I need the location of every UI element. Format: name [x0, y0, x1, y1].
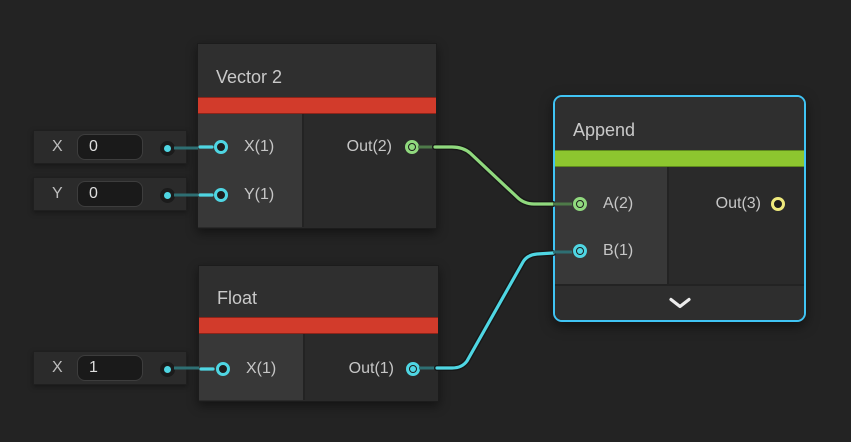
- node-vector2[interactable]: Vector 2 X(1) Y(1) Out(2): [197, 43, 437, 229]
- port-label-y: Y(1): [244, 186, 275, 203]
- input-port-y[interactable]: [214, 188, 228, 202]
- input-port-x[interactable]: [214, 140, 228, 154]
- dot: [164, 366, 171, 373]
- value-port-dot[interactable]: [160, 141, 175, 156]
- value-widget-y0: Y: [33, 177, 187, 211]
- field-label: X: [52, 138, 63, 155]
- connected-dot: [409, 144, 415, 150]
- connected-dot: [410, 366, 416, 372]
- port-label-b: B(1): [603, 242, 634, 259]
- chevron-down-icon: [668, 297, 691, 309]
- node-title: Vector 2: [198, 44, 436, 97]
- value-port-dot[interactable]: [160, 362, 175, 377]
- x-value-input[interactable]: [77, 134, 143, 160]
- dot: [164, 145, 171, 152]
- port-label-a: A(2): [603, 195, 634, 212]
- expand-node-button[interactable]: [658, 293, 702, 313]
- connected-dot: [577, 201, 583, 207]
- value-widget-x1: X: [33, 351, 187, 385]
- node-collapse-bar: [555, 284, 804, 320]
- y-value-input[interactable]: [77, 181, 143, 207]
- x-value-input[interactable]: [77, 355, 143, 381]
- edge-float-out-to-append-b[interactable]: [419, 250, 572, 371]
- node-type-stripe: [198, 97, 436, 114]
- port-label-x: X(1): [244, 138, 275, 155]
- output-port-out2[interactable]: [405, 140, 419, 154]
- node-type-stripe: [199, 317, 438, 334]
- node-float[interactable]: Float X(1) Out(1): [198, 265, 439, 402]
- port-label-out: Out(2): [346, 138, 392, 155]
- port-label-out: Out(3): [715, 195, 761, 212]
- input-port-x[interactable]: [216, 362, 230, 376]
- input-column: [555, 167, 669, 284]
- edge-vector2-out-to-append-a[interactable]: [418, 144, 572, 207]
- input-port-a[interactable]: [573, 197, 587, 211]
- dot: [164, 192, 171, 199]
- input-column: [198, 114, 304, 227]
- field-label: X: [52, 359, 63, 376]
- node-append[interactable]: Append A(2) B(1) Out(3): [553, 95, 806, 322]
- node-title: Append: [555, 97, 804, 150]
- input-port-b[interactable]: [573, 244, 587, 258]
- node-title: Float: [199, 266, 438, 317]
- value-port-dot[interactable]: [160, 188, 175, 203]
- output-port-out1[interactable]: [406, 362, 420, 376]
- value-widget-x0: X: [33, 130, 187, 164]
- output-port-out3[interactable]: [771, 197, 785, 211]
- node-type-stripe: [555, 150, 804, 167]
- connected-dot: [577, 248, 583, 254]
- port-label-x: X(1): [246, 360, 277, 377]
- port-label-out: Out(1): [348, 360, 394, 377]
- field-label: Y: [52, 185, 63, 202]
